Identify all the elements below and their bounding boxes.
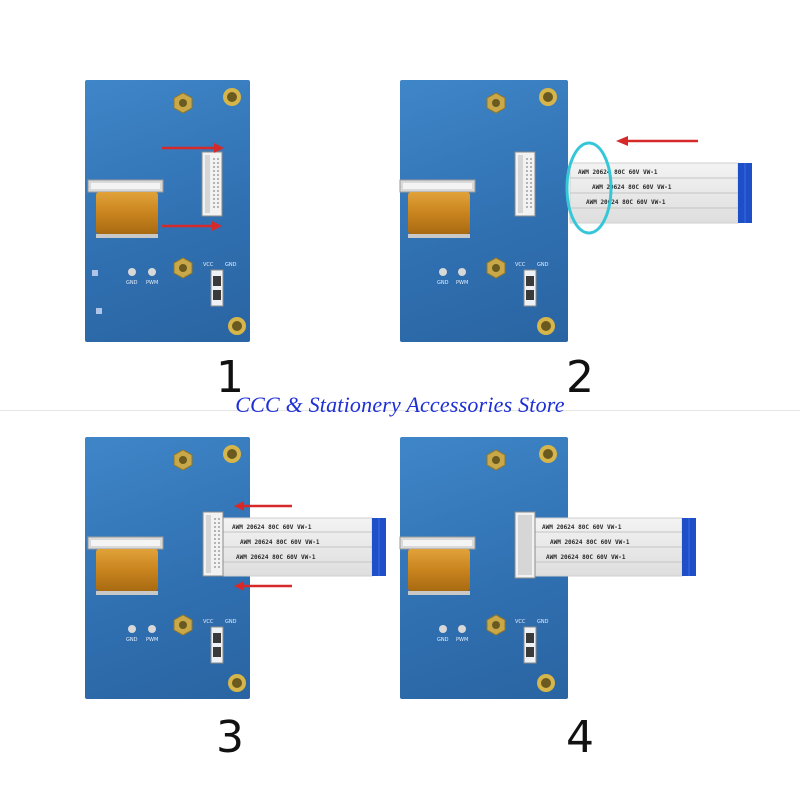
silk-pwm-1: PWM xyxy=(146,280,158,286)
arrow-icon xyxy=(234,501,292,591)
silk-gnd-2: GND xyxy=(437,280,449,286)
step-4-drawing xyxy=(399,445,557,692)
cable-marking-2c: AWM 20624 80C 60V VW-1 xyxy=(586,199,666,206)
ribbon-cable-step-2 xyxy=(569,162,752,224)
cable-marking-4c: AWM 20624 80C 60V VW-1 xyxy=(546,554,626,561)
silk-gnd2-3: GND xyxy=(225,619,237,625)
silk-pwm-3: PWM xyxy=(146,637,158,643)
silk-vcc-1: VCC xyxy=(203,262,214,268)
step-number-2: 2 xyxy=(566,352,594,403)
silk-vcc-3: VCC xyxy=(203,619,214,625)
arrow-icon xyxy=(162,143,224,231)
step-3-drawing xyxy=(87,445,246,692)
silk-vcc-4: VCC xyxy=(515,619,526,625)
silk-gnd-4: GND xyxy=(437,637,449,643)
step-number-1: 1 xyxy=(216,352,244,403)
cable-marking-3c: AWM 20624 80C 60V VW-1 xyxy=(236,554,316,561)
step-number-4: 4 xyxy=(566,712,594,763)
silk-pwm-2: PWM xyxy=(456,280,468,286)
step-1-drawing xyxy=(87,88,246,335)
closed-connector xyxy=(514,511,536,579)
cable-marking-2a: AWM 20624 80C 60V VW-1 xyxy=(578,169,658,176)
silk-gnd-1: GND xyxy=(126,280,138,286)
ribbon-cable-step-3 xyxy=(221,517,386,577)
step-number-3: 3 xyxy=(216,712,244,763)
silk-vcc-2: VCC xyxy=(515,262,526,268)
cable-marking-2b: AWM 20624 80C 60V VW-1 xyxy=(592,184,672,191)
store-watermark: CCC & Stationery Accessories Store xyxy=(235,392,565,417)
silk-pwm-4: PWM xyxy=(456,637,468,643)
silk-gnd2-2: GND xyxy=(537,262,549,268)
highlight-ring xyxy=(565,141,613,235)
arrow-icon xyxy=(616,136,698,146)
silk-gnd2-4: GND xyxy=(537,619,549,625)
cable-marking-4a: AWM 20624 80C 60V VW-1 xyxy=(542,524,622,531)
step-2-drawing xyxy=(399,88,557,335)
section-divider xyxy=(0,410,800,411)
silk-gnd-3: GND xyxy=(126,637,138,643)
silk-gnd2-1: GND xyxy=(225,262,237,268)
cable-marking-3a: AWM 20624 80C 60V VW-1 xyxy=(232,524,312,531)
cable-marking-3b: AWM 20624 80C 60V VW-1 xyxy=(240,539,320,546)
cable-marking-4b: AWM 20624 80C 60V VW-1 xyxy=(550,539,630,546)
